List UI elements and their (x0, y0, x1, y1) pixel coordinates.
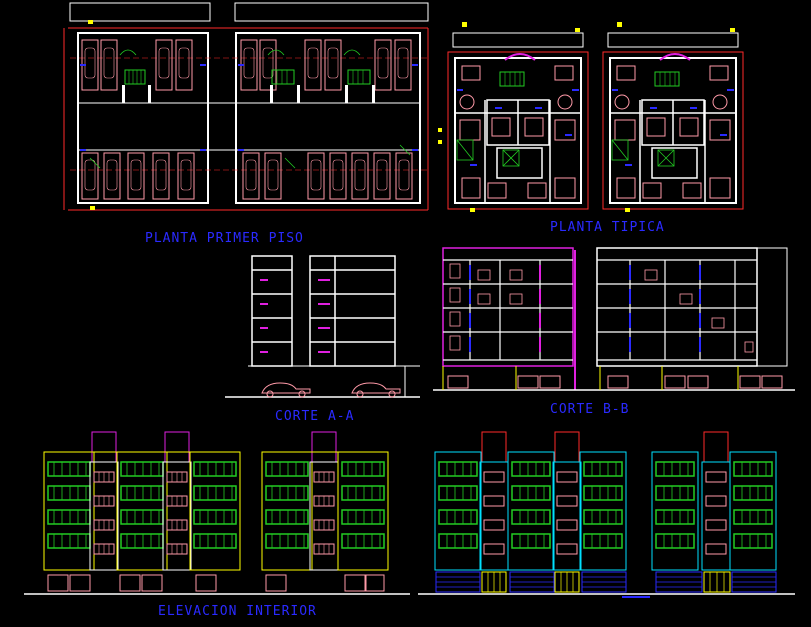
label-planta-primer-piso: PLANTA PRIMER PISO (145, 231, 304, 246)
label-elevacion-interior: ELEVACION INTERIOR (158, 604, 317, 619)
corte-bb-drawing (433, 247, 795, 391)
label-planta-tipica: PLANTA TIPICA (550, 220, 665, 235)
label-corte-aa: CORTE A-A (275, 409, 354, 424)
corte-aa-drawing (225, 255, 420, 398)
elevacion-interior-drawing (24, 431, 795, 598)
planta-primer-piso-drawing (63, 2, 442, 211)
planta-tipica-drawing (447, 21, 744, 213)
label-corte-bb: CORTE B-B (550, 402, 629, 417)
